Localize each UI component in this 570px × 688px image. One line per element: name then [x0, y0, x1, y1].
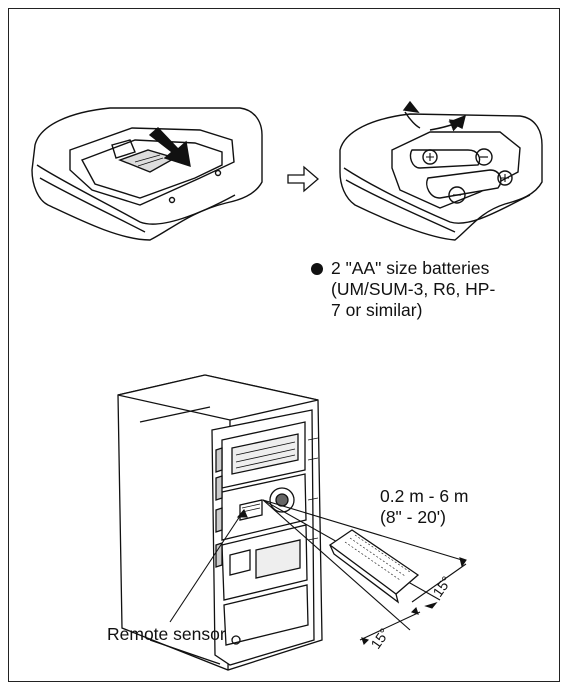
angle-label-lower: 15° [367, 625, 392, 652]
operating-range-text: 0.2 m - 6 m (8" - 20') [380, 486, 469, 528]
remote-cover-open-illustration [31, 107, 263, 241]
battery-note-line-2: (UM/SUM-3, R6, HP- [331, 279, 496, 299]
remote-sensor-pointer [169, 508, 248, 623]
bullet-icon [311, 263, 323, 275]
stereo-unit-illustration [117, 374, 323, 671]
battery-note-line-1: 2 "AA" size batteries [331, 258, 490, 278]
angle-markers [359, 557, 467, 646]
remote-sensor-label: Remote sensor [107, 624, 226, 644]
range-imperial: (8" - 20') [380, 507, 446, 527]
range-metric: 0.2 m - 6 m [380, 486, 469, 506]
remote-control-illustration [328, 529, 420, 604]
remote-batteries-inserted-illustration [339, 100, 543, 241]
next-step-arrow-icon [287, 165, 319, 193]
page-frame [8, 8, 560, 682]
battery-note-line-3: 7 or similar) [331, 300, 423, 320]
